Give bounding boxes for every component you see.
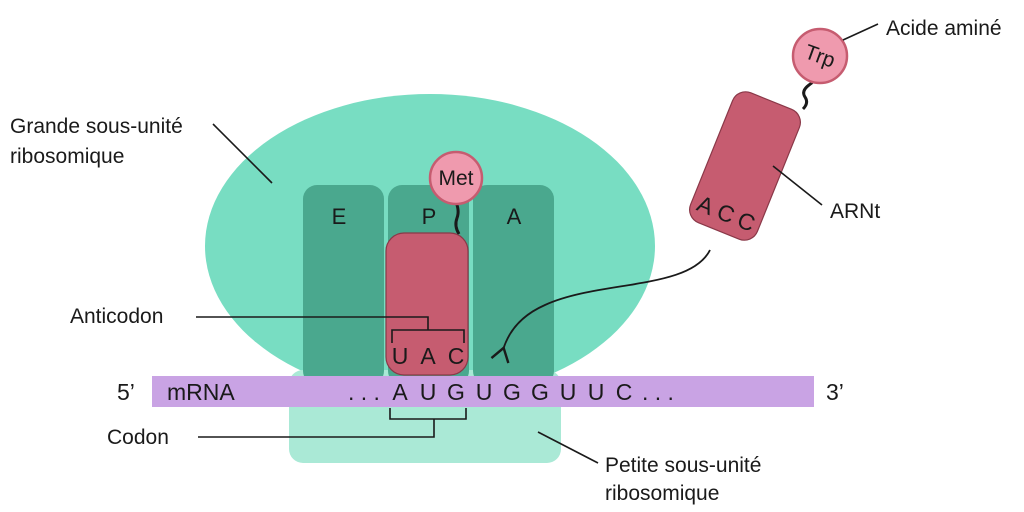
mrna-base: G [447,379,465,405]
small-subunit-leader-line [537,431,599,464]
mrna-base: A [392,379,408,405]
mrna-base: U [560,379,577,405]
a-site-slot [473,185,554,385]
codon-label: Codon [107,426,169,449]
mrna-label: mRNA [167,379,235,405]
mrna-strand [152,376,814,407]
mrna-base: C [616,379,633,405]
mrna-base: G [531,379,549,405]
mrna-dots-left: . . . [348,379,380,405]
anticodon-leader-line [196,316,429,330]
trna-leader-line [772,165,823,206]
mrna-base: U [476,379,493,405]
trna-label: ARNt [830,200,880,223]
e-site-slot [303,185,384,385]
incoming-trna [689,91,801,241]
anticodon-base-2: A [420,343,436,369]
small-subunit-label-line2: ribosomique [605,482,719,505]
amino-acid-leader-line [842,23,879,41]
anticodon-label: Anticodon [70,305,163,328]
entry-arrow [490,249,711,364]
p-site-trna [385,232,469,376]
codon-bracket [389,408,467,420]
anticodon-base-1: U [392,343,409,369]
small-subunit-label-line1: Petite sous-unité [605,454,761,477]
mrna-base: G [503,379,521,405]
trp-amino-acid [791,27,849,85]
five-prime-label: 5’ [117,379,135,405]
anticodon-base-3: C [448,343,465,369]
large-subunit-label-line1: Grande sous-unité [10,115,183,138]
mrna-base: U [588,379,605,405]
p-site-label: P [422,204,437,229]
mrna-bases: A U G U G G U U C [392,379,632,405]
codon-leader-line [198,419,435,438]
large-subunit-leader-line [212,123,273,184]
large-subunit-label-line2: ribosomique [10,145,124,168]
mrna-dots-right: . . . [642,379,674,405]
three-prime-label: 3’ [826,379,844,405]
amino-acid-label: Acide aminé [886,17,1002,40]
incoming-trna-group: A C C [689,91,801,241]
mrna-base: U [420,379,437,405]
a-site-label: A [507,204,522,229]
met-label: Met [438,167,473,190]
met-amino-acid [428,150,484,206]
e-site-label: E [332,204,347,229]
met-linker [453,199,461,235]
